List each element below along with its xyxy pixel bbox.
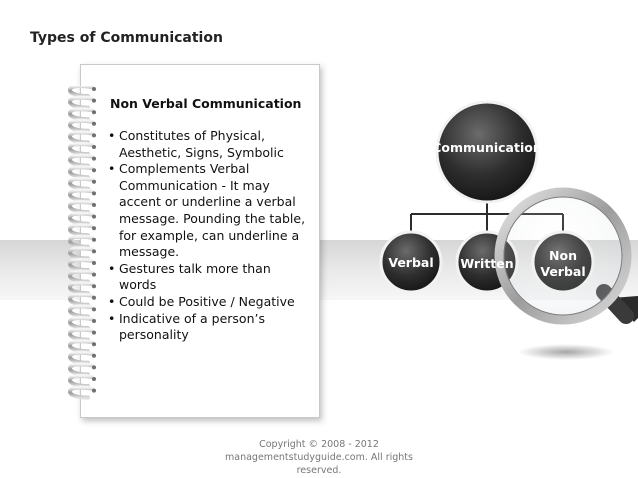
notepad-bullet: Indicative of a person’s personality xyxy=(108,311,308,344)
binding-hole xyxy=(92,284,96,289)
spiral-ring xyxy=(67,339,94,354)
spiral-ring xyxy=(67,211,94,226)
binding-hole xyxy=(92,353,96,358)
spiral-ring xyxy=(67,316,94,330)
binding-hole xyxy=(92,365,96,370)
spiral-ring xyxy=(67,362,94,377)
node-shadow xyxy=(518,344,614,360)
magnifier-icon xyxy=(494,187,638,325)
spiral-binding xyxy=(67,86,96,400)
binding-hole xyxy=(92,272,96,277)
binding-hole xyxy=(92,261,96,265)
node-label-communication: Communication xyxy=(432,140,542,155)
binding-hole xyxy=(92,307,96,312)
binding-hole xyxy=(92,214,96,219)
binding-hole xyxy=(92,191,96,196)
spiral-ring xyxy=(67,350,94,365)
spiral-ring xyxy=(67,200,94,214)
spiral-ring xyxy=(67,223,94,238)
spiral-ring xyxy=(67,130,94,145)
spiral-ring xyxy=(67,304,94,319)
binding-hole xyxy=(92,226,96,231)
slide-title: Types of Communication xyxy=(30,30,223,46)
spiral-ring xyxy=(67,142,94,156)
binding-hole xyxy=(92,168,96,173)
binding-hole xyxy=(92,156,96,161)
spiral-ring xyxy=(67,188,94,203)
copyright-text: Copyright © 2008 - 2012 managementstudyg… xyxy=(225,439,413,476)
binding-hole xyxy=(92,179,96,184)
spiral-ring xyxy=(67,374,94,388)
binding-hole xyxy=(92,388,96,393)
binding-hole xyxy=(92,237,96,242)
spiral-ring xyxy=(67,385,94,400)
node-label-verbal: Verbal xyxy=(388,255,434,270)
binding-hole xyxy=(92,110,96,115)
spiral-ring xyxy=(67,292,94,307)
binding-hole xyxy=(92,319,96,323)
spiral-ring xyxy=(67,269,94,284)
binding-hole xyxy=(92,87,96,91)
notepad-bullet: Gestures talk more than words xyxy=(108,261,308,294)
spiral-ring xyxy=(67,165,94,180)
spiral-ring xyxy=(67,107,94,122)
binding-hole xyxy=(92,121,96,126)
spiral-ring xyxy=(67,327,94,342)
notepad-bullet: Complements Verbal Communication - It ma… xyxy=(108,161,308,261)
binding-hole xyxy=(92,330,96,335)
binding-hole xyxy=(92,377,96,381)
spiral-ring xyxy=(67,95,94,110)
binding-hole xyxy=(92,133,96,138)
binding-hole xyxy=(92,342,96,347)
spiral-ring xyxy=(67,281,94,296)
spiral-ring xyxy=(67,234,94,249)
spiral-ring xyxy=(67,86,94,98)
node-label-written: Written xyxy=(460,256,514,271)
spiral-ring xyxy=(67,176,94,191)
binding-hole xyxy=(92,295,96,300)
spiral-ring xyxy=(67,246,94,261)
node-communication xyxy=(435,100,539,204)
spiral-ring xyxy=(67,118,94,133)
spiral-ring xyxy=(67,153,94,168)
binding-hole xyxy=(92,98,96,103)
notepad-bullet-list: Constitutes of Physical, Aesthetic, Sign… xyxy=(108,128,308,344)
spiral-ring xyxy=(67,258,94,272)
notepad-bullet: Could be Positive / Negative xyxy=(108,294,308,311)
binding-hole xyxy=(92,145,96,149)
binding-hole xyxy=(92,249,96,254)
notepad-title: Non Verbal Communication xyxy=(110,96,302,111)
node-verbal xyxy=(379,230,443,294)
binding-hole xyxy=(92,203,96,207)
notepad-bullet: Constitutes of Physical, Aesthetic, Sign… xyxy=(108,128,308,161)
node-label-non-verbal: Non Verbal xyxy=(540,248,586,279)
